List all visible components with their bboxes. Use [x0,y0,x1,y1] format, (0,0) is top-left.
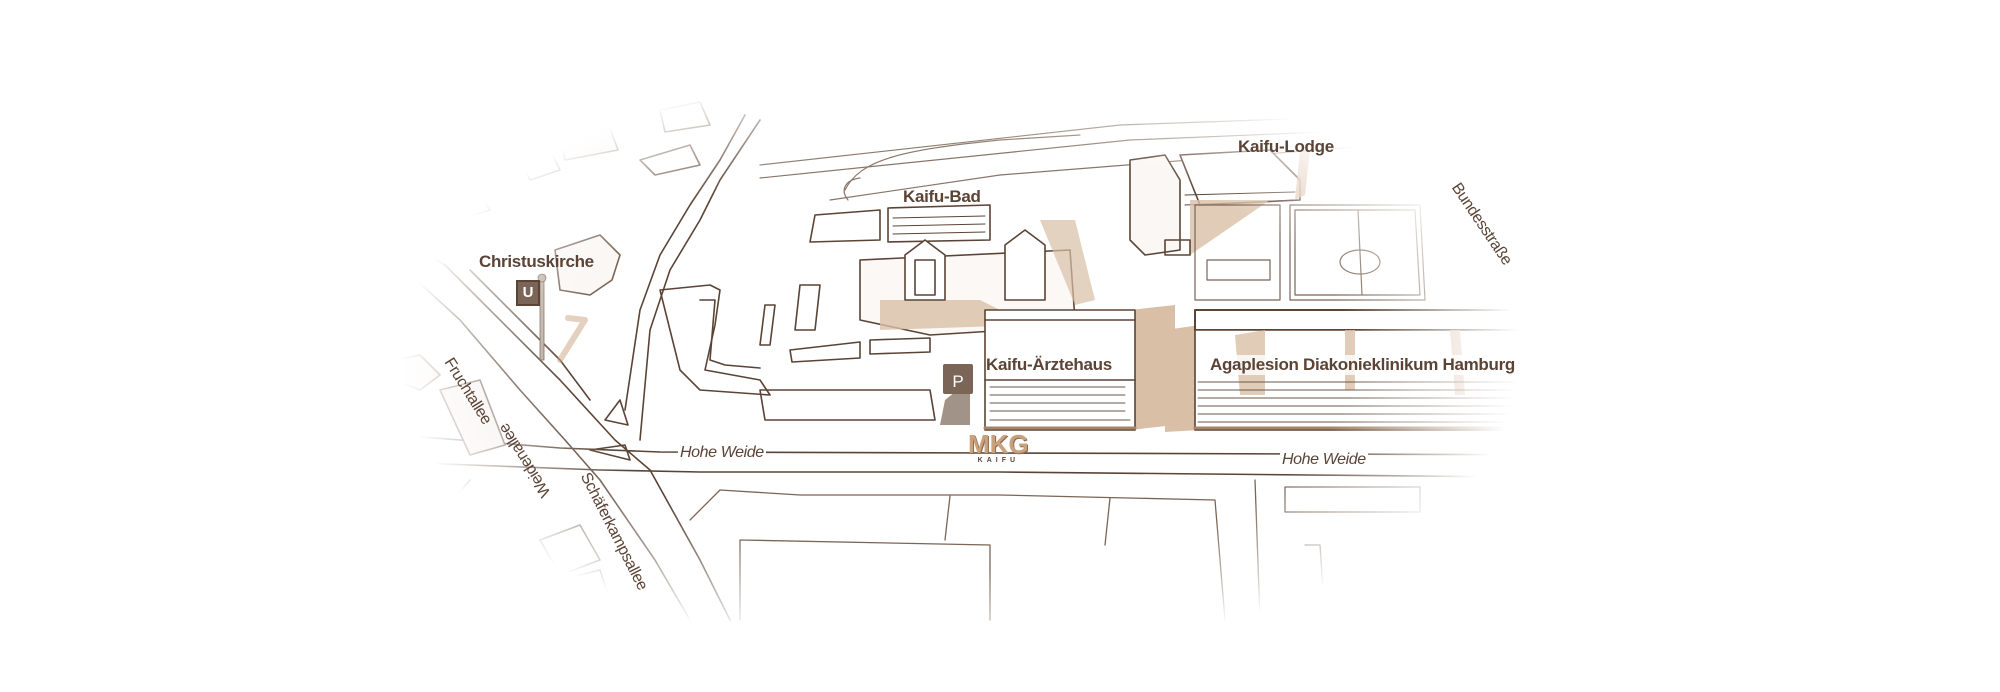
street-hohe-weide-east: Hohe Weide [1280,451,1368,469]
ubahn-letter: U [522,284,534,301]
mkg-logo-text: MKG [968,429,1029,459]
landmark-kaifu-bad[interactable]: Kaifu-Bad [903,187,981,206]
lower-blocks [689,479,1621,621]
landmark-christuskirche[interactable]: Christuskirche [479,252,594,271]
right-blocks [1429,94,1621,261]
mkg-logo-subtext: KAIFU [977,457,1020,464]
street-hohe-weide-west: Hohe Weide [678,444,766,462]
ubahn-station-icon[interactable]: U [516,280,540,306]
parking-letter: P [952,372,964,391]
landmark-kaifu-aerztehaus[interactable]: Kaifu-Ärztehaus [986,355,1112,375]
mkg-kaifu-logo: MKG KAIFU [968,429,1029,465]
kaifu-lodge-building [1129,149,1310,256]
parking-icon[interactable]: P [946,372,970,392]
landmark-kaifu-lodge[interactable]: Kaifu-Lodge [1238,137,1334,156]
landmark-agaplesion[interactable]: Agaplesion Diakonieklinikum Hamburg [1210,355,1516,375]
